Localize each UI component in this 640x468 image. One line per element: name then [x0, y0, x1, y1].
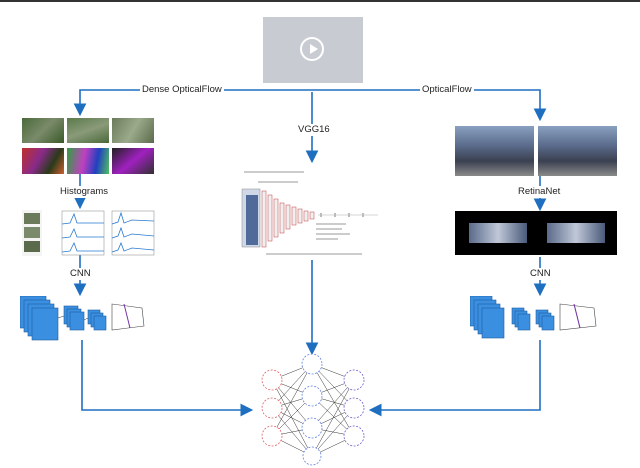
label-cnn-right: CNN: [528, 268, 553, 280]
label-dense-flow: Dense OpticalFlow: [140, 84, 224, 96]
arrow-to-dense-flow: [73, 89, 312, 117]
arrow-to-optical-flow: [312, 89, 547, 122]
top-border: [0, 0, 640, 2]
label-optical-flow: OpticalFlow: [420, 84, 474, 96]
label-histograms: Histograms: [58, 186, 111, 198]
race-frame: [538, 126, 617, 176]
histogram-plots: [22, 210, 155, 256]
vgg16-architecture: [241, 171, 378, 255]
arrow-cnn-left-to-nn: [81, 340, 254, 417]
label-cnn-left: CNN: [68, 268, 93, 280]
race-frames: [455, 126, 617, 176]
detected-car: [547, 223, 605, 243]
cnn-diagram-left: [20, 296, 145, 341]
traffic-frame: [22, 118, 64, 143]
flow-frame: [22, 148, 64, 174]
detected-car: [469, 223, 527, 243]
play-icon[interactable]: [300, 37, 324, 61]
label-retinanet: RetinaNet: [516, 186, 563, 198]
arrow-cnn-right-to-nn: [368, 340, 541, 417]
flow-frame: [67, 148, 109, 174]
traffic-frame: [112, 118, 154, 143]
traffic-frame: [67, 118, 109, 143]
retinanet-frames: [455, 211, 617, 255]
race-frame: [455, 126, 534, 176]
video-placeholder[interactable]: [263, 17, 363, 83]
label-vgg: VGG16: [296, 124, 332, 136]
dense-flow-grid: [22, 118, 154, 174]
neural-network: [261, 353, 365, 466]
flow-frame: [112, 148, 154, 174]
cnn-diagram-right: [470, 296, 597, 339]
